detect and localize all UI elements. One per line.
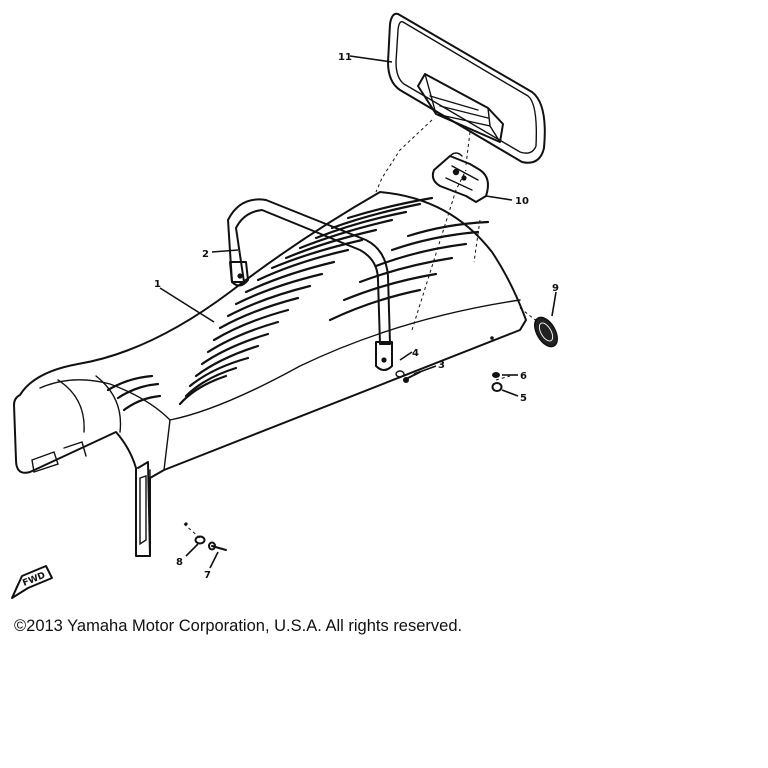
- front-bolt-hardware: [194, 535, 227, 551]
- callout-labels: 11 10 2 1 4 3 6 5 9 8 7: [154, 52, 559, 581]
- callout-4: 4: [412, 348, 419, 359]
- callout-10: 10: [515, 196, 529, 207]
- callout-5: 5: [520, 393, 527, 404]
- callout-2: 2: [202, 249, 209, 260]
- taillight-assembly: [387, 12, 546, 164]
- fwd-direction-marker: FWD: [11, 565, 53, 599]
- light-socket: [431, 152, 489, 203]
- callout-11: 11: [338, 52, 352, 63]
- grab-strap: [227, 198, 393, 371]
- callout-1: 1: [154, 279, 161, 290]
- callout-8: 8: [176, 557, 183, 568]
- copyright-notice: ©2013 Yamaha Motor Corporation, U.S.A. A…: [14, 617, 463, 635]
- assembly-guide-lines: [183, 119, 539, 539]
- callout-9: 9: [552, 283, 559, 294]
- callout-6: 6: [520, 371, 527, 382]
- leader-lines: [159, 55, 557, 569]
- callout-3: 3: [438, 360, 445, 371]
- seat: [13, 191, 527, 557]
- seat-parts-diagram: 11 10 2 1 4 3 6 5 9 8 7 FWD: [11, 12, 559, 599]
- callout-7: 7: [204, 570, 211, 581]
- rear-nut-hardware: [491, 372, 503, 392]
- rear-reflector: [534, 316, 558, 348]
